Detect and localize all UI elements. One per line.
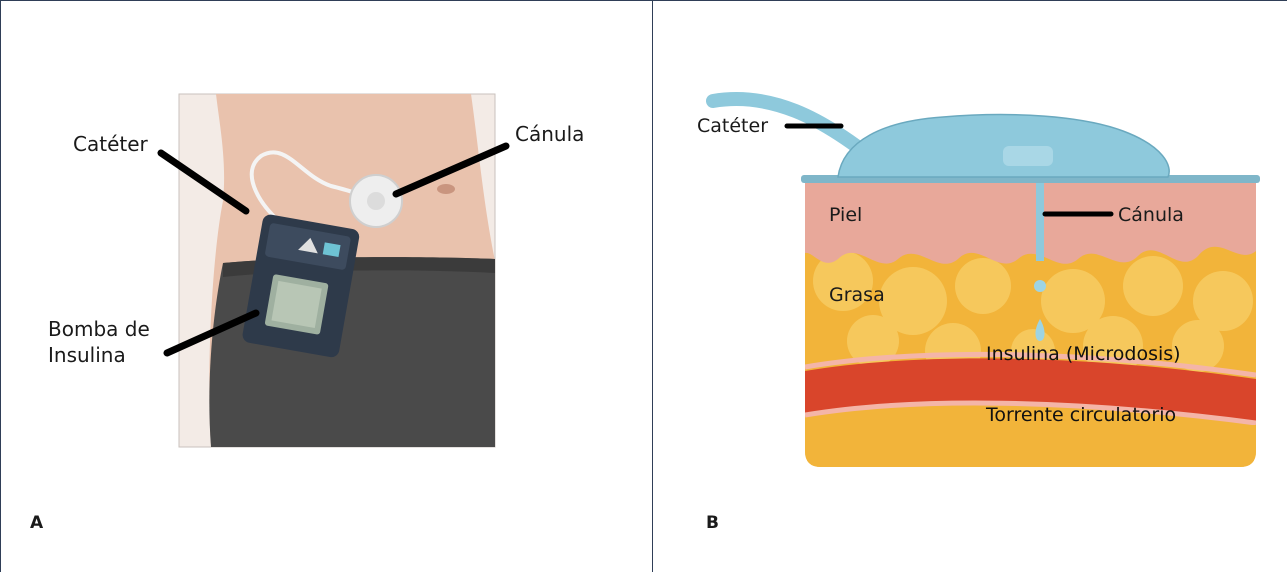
label-torrente: Torrente circulatorio (986, 402, 1176, 428)
panel-b: Catéter Piel Cánula Grasa Insulina (Micr… (652, 0, 1287, 572)
label-insulina: Insulina (Microdosis) (986, 341, 1181, 367)
label-piel: Piel (829, 202, 862, 228)
leader-canula-a (396, 146, 506, 194)
panel-letter-a: A (30, 513, 43, 533)
leader-lines-b (653, 1, 1287, 573)
panel-a: Catéter Cánula Bomba de Insulina A (0, 0, 652, 572)
label-bomba-a: Bomba de Insulina (48, 316, 150, 368)
leader-cateter-a (161, 153, 246, 211)
leader-lines-a (1, 1, 653, 573)
panel-letter-b: B (706, 513, 719, 533)
label-grasa: Grasa (829, 282, 885, 308)
label-canula-b: Cánula (1118, 202, 1184, 228)
label-canula-a: Cánula (515, 121, 584, 147)
label-cateter-b: Catéter (697, 113, 768, 139)
leader-bomba-a (167, 313, 256, 353)
label-cateter-a: Catéter (73, 131, 148, 157)
